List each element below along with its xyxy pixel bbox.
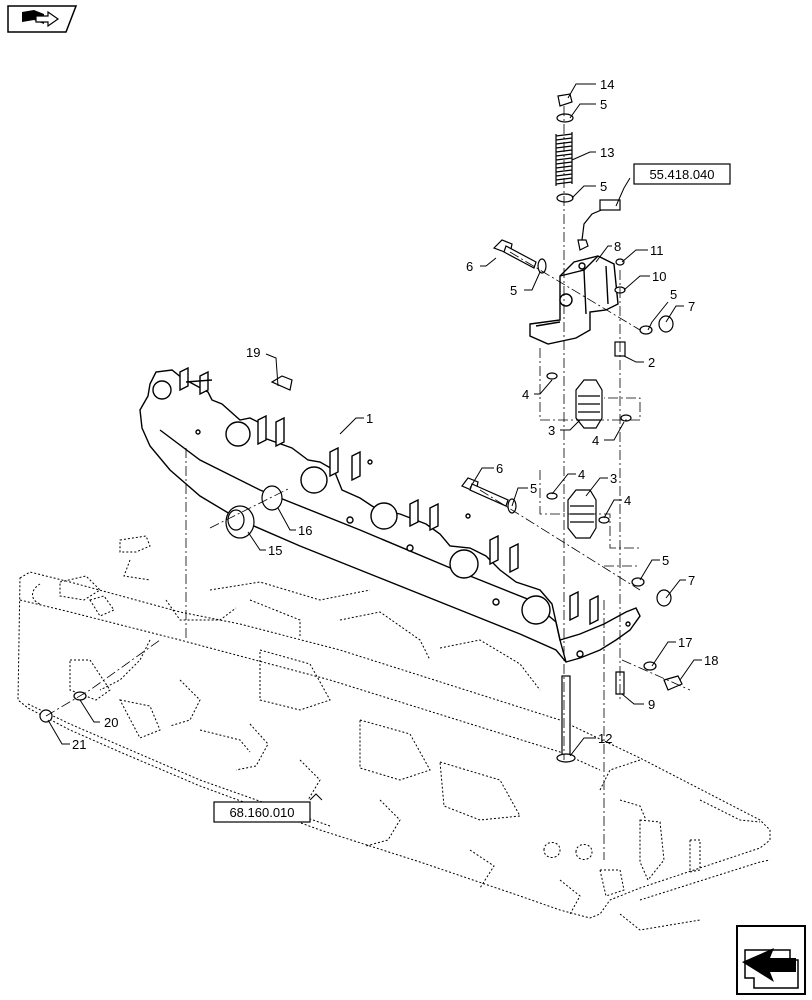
book-arrow-icon[interactable] xyxy=(7,5,78,33)
callout: 8 xyxy=(614,239,621,254)
callout: 10 xyxy=(652,269,666,284)
bracket xyxy=(529,255,619,345)
callout: 14 xyxy=(600,77,614,92)
callout: 4 xyxy=(592,433,599,448)
spring xyxy=(555,132,573,186)
support-beam xyxy=(139,366,641,663)
callout: 21 xyxy=(72,737,86,752)
gear xyxy=(567,379,603,539)
callout: 7 xyxy=(688,299,695,314)
callout: 9 xyxy=(648,697,655,712)
callout: 5 xyxy=(510,283,517,298)
navigation-arrow-icon[interactable] xyxy=(736,925,806,995)
callout-labels: 14 5 13 5 8 11 10 6 5 5 7 2 19 1 4 3 4 6… xyxy=(72,77,718,752)
cap xyxy=(225,505,255,539)
callout: 15 xyxy=(268,543,282,558)
callout: 16 xyxy=(298,523,312,538)
callout: 13 xyxy=(600,145,614,160)
callout: 4 xyxy=(624,493,631,508)
callout: 4 xyxy=(522,387,529,402)
callout: 3 xyxy=(548,423,555,438)
callout: 6 xyxy=(466,259,473,274)
leader-lines xyxy=(47,83,702,801)
callout: 5 xyxy=(662,553,669,568)
callout: 5 xyxy=(600,97,607,112)
callout: 7 xyxy=(688,573,695,588)
callout: 1 xyxy=(366,411,373,426)
pin xyxy=(556,675,576,763)
callout: 18 xyxy=(704,653,718,668)
callout: 5 xyxy=(600,179,607,194)
callout: 5 xyxy=(670,287,677,302)
sensor-cable xyxy=(577,199,621,251)
reference-box-68160010[interactable]: 68.160.010 xyxy=(213,801,311,823)
alignment-lines xyxy=(45,106,691,860)
reference-box-55418040[interactable]: 55.418.040 xyxy=(633,163,731,185)
callout: 2 xyxy=(648,355,655,370)
reference-label: 68.160.010 xyxy=(229,805,294,820)
callout: 6 xyxy=(496,461,503,476)
callout: 19 xyxy=(246,345,260,360)
callout: 4 xyxy=(578,467,585,482)
reference-label: 55.418.040 xyxy=(649,167,714,182)
callout: 5 xyxy=(530,481,537,496)
callout: 12 xyxy=(598,731,612,746)
callout: 20 xyxy=(104,715,118,730)
callout: 11 xyxy=(650,243,664,258)
callout: 3 xyxy=(610,471,617,486)
callout: 17 xyxy=(678,635,692,650)
